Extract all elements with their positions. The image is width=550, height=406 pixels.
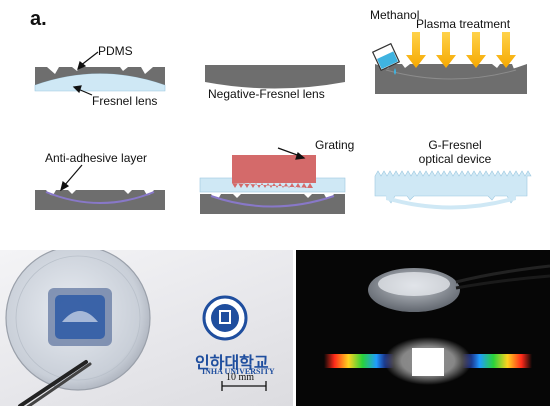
methanol-drop-icon bbox=[394, 68, 396, 75]
inha-korean-text: 인하대학교 bbox=[195, 355, 269, 372]
step1-pdms-on-fresnel bbox=[34, 67, 166, 92]
negative-fresnel-shape bbox=[205, 65, 345, 89]
label-plasma-treatment: Plasma treatment bbox=[416, 17, 511, 31]
label-fresnel-lens: Fresnel lens bbox=[92, 94, 158, 108]
label-g-fresnel: G-Fresnel optical device bbox=[410, 138, 500, 166]
label-g-fresnel-line2: optical device bbox=[418, 152, 492, 166]
anti-adhesive-line bbox=[45, 191, 155, 204]
step2-negative-fresnel bbox=[205, 65, 345, 89]
label-grating: Grating bbox=[315, 138, 355, 152]
panel-a-label: a. bbox=[30, 8, 47, 30]
step4-anti-adhesive bbox=[35, 190, 165, 210]
panel-b-photo: 인하대학교 INHA UNIVERSITY 10 mm bbox=[0, 250, 293, 406]
spectrum-left bbox=[324, 354, 394, 368]
label-pdms: PDMS bbox=[98, 44, 133, 58]
label-methanol: Methanol bbox=[370, 8, 420, 22]
panel-c-illustration bbox=[324, 264, 550, 385]
step6-g-fresnel-device bbox=[374, 170, 532, 210]
tweezers-icon bbox=[18, 360, 88, 406]
holder-wire bbox=[455, 264, 550, 284]
step3-plasma-treatment bbox=[371, 32, 527, 94]
pointer-arrows bbox=[60, 51, 306, 192]
label-anti-adhesive: Anti-adhesive layer bbox=[45, 151, 148, 165]
inha-english-text: INHA UNIVERSITY bbox=[202, 367, 275, 376]
step5-grating bbox=[199, 155, 346, 214]
grating-block bbox=[232, 155, 316, 183]
zero-order-spot bbox=[412, 348, 444, 376]
panel-b-illustration bbox=[5, 250, 267, 406]
panel-a-schematic bbox=[34, 32, 532, 214]
label-g-fresnel-line1: G-Fresnel bbox=[428, 138, 482, 152]
pdms-layer bbox=[35, 67, 165, 85]
spectrum-right bbox=[462, 354, 532, 368]
panel-c-photo bbox=[296, 250, 550, 406]
methanol-beaker-icon bbox=[371, 42, 401, 72]
scale-bar-label: 10 mm bbox=[226, 372, 255, 383]
plasma-arrows-icon bbox=[406, 32, 516, 68]
label-negative-fresnel: Negative-Fresnel lens bbox=[208, 87, 325, 101]
inha-logo-icon bbox=[202, 295, 248, 341]
fresnel-lens-shape bbox=[34, 73, 166, 92]
